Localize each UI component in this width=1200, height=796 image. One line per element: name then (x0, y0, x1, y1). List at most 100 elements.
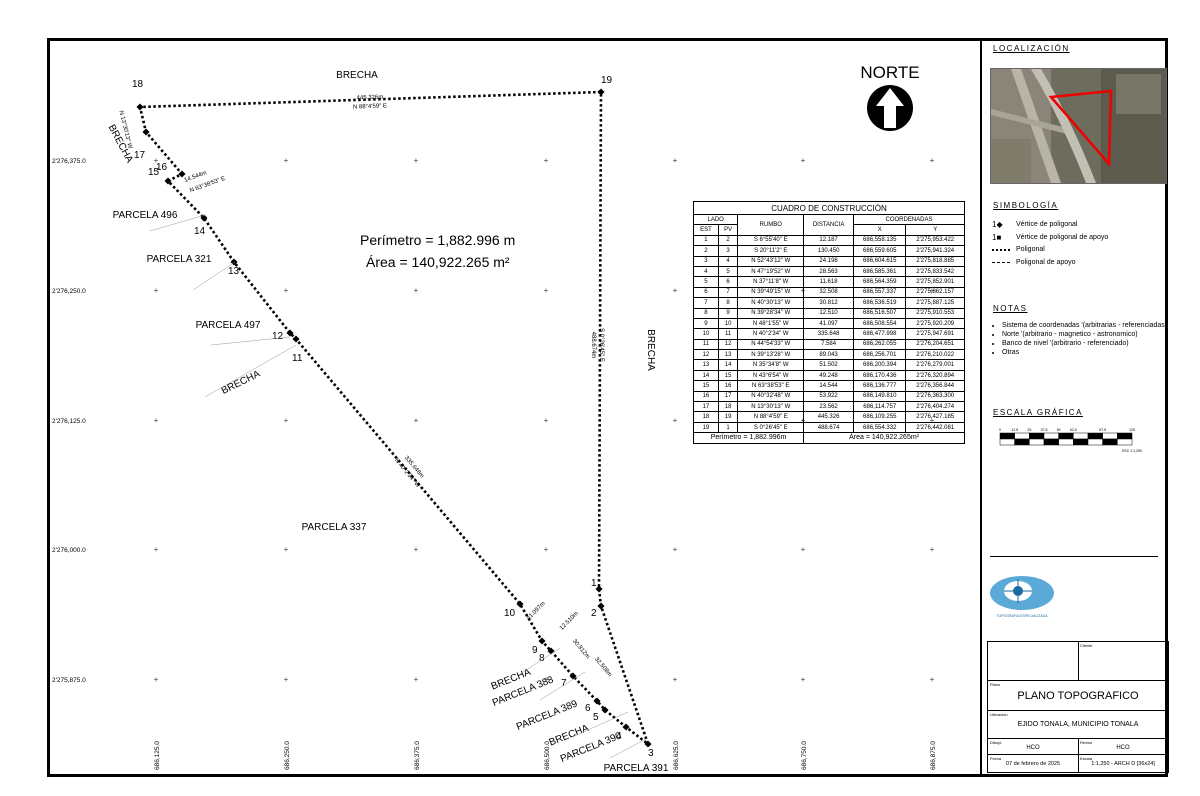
grid-cross: + (544, 545, 549, 554)
vertex-label: 12 (272, 331, 284, 342)
cell-rumbo: N 35°34'8" W (737, 359, 805, 371)
cell-y: 2'275,920.209 (905, 317, 965, 330)
vertex-marker (601, 706, 609, 714)
cell-y: 2'276,204.651 (905, 338, 965, 351)
label-parcela-337: PARCELA 337 (302, 522, 367, 533)
notes-list: Sistema de coordenadas '(arbitrarias - r… (992, 321, 1172, 357)
row-ubicacion: Ubicación EJIDO TONALA, MUNICIPIO TONALA (988, 710, 1168, 739)
vertex-label: 14 (194, 226, 206, 237)
scale-tick-label: 12.5 (1011, 428, 1018, 432)
vertex-marker (164, 177, 172, 185)
construction-table: CUADRO DE CONSTRUCCIÓN LADO RUMBO DISTAN… (692, 201, 965, 444)
vertex-label: 16 (156, 162, 168, 173)
grid-x-label: 686,500.0 (544, 741, 551, 770)
edge-18-19-distance: 445.326m (357, 95, 384, 102)
cell-est: 7 (693, 297, 719, 309)
cell-rumbo: S 0°26'45" E (737, 421, 805, 434)
label-plano: Plano (990, 682, 1001, 687)
scale-tick-label: 37.5 (1041, 428, 1048, 432)
grid-cross: + (284, 286, 289, 295)
cell-distancia: 14.544 (803, 380, 855, 392)
cliente-divider (1078, 642, 1079, 680)
grid-x-label: 686,375.0 (414, 741, 421, 770)
cell-est: 16 (693, 390, 719, 403)
grid-cross: + (930, 545, 935, 554)
cell-est: 9 (693, 317, 719, 330)
cell-pv: 12 (717, 338, 739, 351)
escala-title: ESCALA GRÁFICA (993, 408, 1083, 417)
notas-title: NOTAS (993, 304, 1028, 313)
grid-cross: + (930, 156, 935, 165)
vertex-marker (136, 103, 144, 111)
cell-est: 4 (693, 265, 719, 278)
cell-est: 14 (693, 369, 719, 382)
cell-pv: 14 (717, 359, 739, 371)
side-panel: LOCALIZACIÓN SIMBOLOGÍA 1◆ Vértice de po… (980, 41, 1169, 774)
symbol-poligonal: Poligonal (992, 246, 1045, 253)
reviso-value: HCO (1116, 745, 1130, 751)
label-parcela-391: PARCELA 391 (604, 763, 669, 774)
cell-est: 18 (693, 411, 719, 423)
grid-cross: + (544, 675, 549, 684)
cell-pv: 18 (717, 401, 739, 413)
cell-rumbo: N 48°1'55" W (737, 317, 805, 330)
scale-tick-label: 25 (1027, 428, 1031, 432)
scale-segment (1117, 438, 1133, 446)
vertex-marker (200, 214, 208, 222)
note-item: Sistema de coordenadas '(arbitrarias - r… (1002, 321, 1172, 330)
cell-x: 686,558.135 (853, 234, 907, 247)
header-lado: LADO (692, 213, 739, 226)
cell-distancia: 49.248 (803, 369, 855, 382)
grid-cross: + (414, 156, 419, 165)
vertex-label: 11 (292, 353, 303, 364)
header-rumbo: RUMBO (737, 214, 805, 236)
cell-x: 686,200.394 (853, 359, 907, 371)
grid-y-label: 2'276,375.0 (52, 158, 86, 165)
cell-x: 686,170.436 (853, 369, 907, 382)
label-parcela-389: PARCELA 389 (515, 698, 580, 733)
north-label: NORTE (860, 63, 919, 82)
edge-19-1-bearing: S 0°26'45" E (598, 328, 604, 362)
symbol-poligonal-apoyo-label: Poligonal de apoyo (1016, 259, 1076, 266)
edge-8-9-distance: 12.510m (559, 611, 580, 632)
cell-pv: 13 (717, 349, 739, 361)
simbologia-title: SIMBOLOGÍA (993, 201, 1059, 210)
cell-rumbo: N 39°13'28" W (737, 349, 805, 361)
grid-cross: + (801, 156, 806, 165)
vertex-label: 9 (532, 645, 538, 656)
cell-x: 686,557.337 (853, 286, 907, 299)
grid-x-label: 686,875.0 (930, 741, 937, 770)
cell-pv: 6 (717, 276, 739, 288)
vertex-label: 2 (591, 608, 597, 619)
cell-x: 686,109.255 (853, 411, 907, 423)
cell-rumbo: N 44°54'33" W (737, 338, 805, 351)
grid-cross: + (414, 545, 419, 554)
cell-y: 2'276,363.300 (905, 390, 965, 403)
cell-pv: 9 (717, 307, 739, 319)
cell-rumbo: S 20°11'2" E (737, 245, 805, 257)
drawing-sheet-frame (47, 38, 1168, 777)
cell-est: 5 (693, 276, 719, 288)
vertex-marker (622, 723, 630, 731)
vertex-label: 19 (601, 75, 613, 86)
cell-rumbo: N 39°28'34" W (737, 307, 805, 319)
cell-rumbo: N 37°11'8" W (737, 276, 805, 288)
polygon-boundary (138, 90, 651, 748)
edge-18-19-bearing: N 88°4'59" E (353, 103, 387, 110)
ubicacion-value: EJIDO TONALA, MUNICIPIO TONALA (1017, 721, 1139, 728)
cell-est: 11 (693, 338, 719, 351)
grid-x-label: 686,250.0 (284, 741, 291, 770)
cell-x: 686,136.777 (853, 380, 907, 392)
cell-pv: 16 (717, 380, 739, 392)
scale-segment (1073, 432, 1089, 440)
grid-cross: + (544, 156, 549, 165)
scale-segment (1102, 438, 1118, 446)
vertex-marker (569, 672, 577, 680)
grid-cross: + (154, 416, 159, 425)
